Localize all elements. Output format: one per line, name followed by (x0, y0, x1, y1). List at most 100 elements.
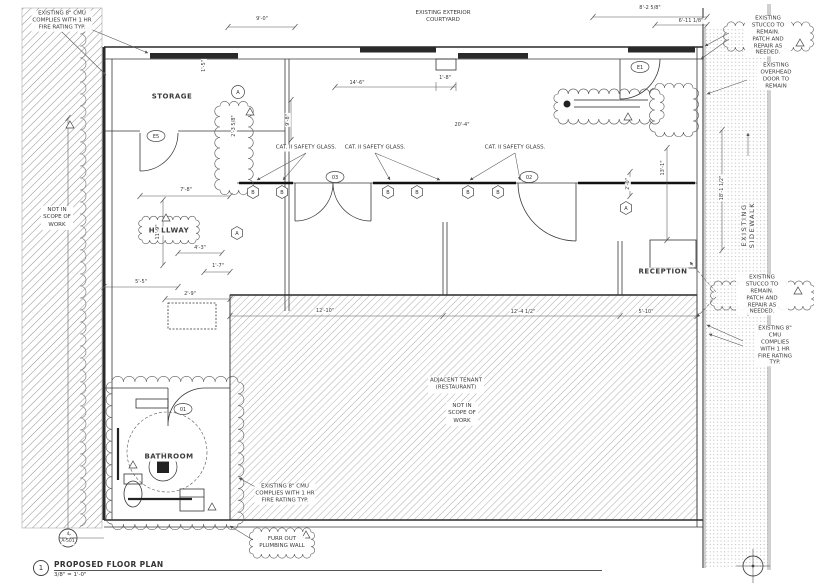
door-tag (146, 130, 166, 142)
revision-cloud (249, 527, 315, 559)
door-swing-e5 (139, 132, 179, 172)
door-swing-02 (517, 182, 577, 242)
title-block: 1 PROPOSED FLOOR PLAN 3/8" = 1'-0" (33, 560, 602, 578)
dimension-tick (664, 144, 670, 152)
tag-label: A (235, 231, 239, 237)
target-symbol (736, 549, 770, 583)
dimension-tick (627, 192, 633, 200)
tag-label: E5 (153, 134, 159, 140)
dimension-tick (719, 246, 725, 254)
dimension-tick (225, 23, 231, 31)
revision-delta-icon (623, 112, 633, 121)
revision-cloud (649, 83, 699, 137)
tag-label: A (236, 90, 240, 96)
reception-desk (649, 239, 697, 269)
window-tag (276, 185, 288, 199)
dimension-tick (160, 261, 166, 269)
left-cmu-wall-hatch (21, 7, 103, 529)
grab-bars (116, 428, 192, 501)
dimension-tick (219, 249, 225, 257)
dimension-tick (292, 23, 298, 31)
dimension-tick (440, 312, 446, 320)
dimension-tick (704, 13, 710, 21)
window-tag (462, 185, 474, 199)
drawing-title: PROPOSED FLOOR PLAN (54, 560, 602, 571)
revision-cloud (105, 375, 245, 531)
revision-delta-icon (795, 38, 805, 47)
door-tag (519, 171, 539, 183)
dimension-tick (652, 21, 658, 29)
revision-delta-icon (65, 120, 75, 129)
door-swing-double (294, 182, 372, 222)
dimension-tick (332, 83, 338, 91)
adjacent-tenant-hatch (229, 294, 698, 521)
toilet-bowl (123, 480, 143, 508)
dimension-tick (227, 312, 233, 320)
window-tag (620, 201, 632, 215)
tag-label: B (386, 190, 390, 196)
dimension-tick (664, 236, 670, 244)
dimension-tick (227, 268, 233, 276)
sidewalk-stipple (705, 28, 768, 568)
dimension-tick (227, 295, 233, 303)
window-tag (247, 185, 259, 199)
tag-label: B (251, 190, 255, 196)
tag-label: B (466, 190, 470, 196)
turning-circle (126, 411, 208, 493)
revision-delta-icon (793, 286, 803, 295)
door-tag (325, 171, 345, 183)
dimension-tick (704, 21, 710, 29)
closet-dashed (167, 302, 217, 330)
revision-delta-icon (245, 107, 255, 116)
revision-delta-icon (128, 460, 138, 469)
dimension-tick (288, 136, 294, 144)
tag-label: B (496, 190, 500, 196)
tag-label: B (415, 190, 419, 196)
logo-stamp (563, 99, 648, 108)
window-tag (231, 226, 243, 240)
detail-number-bubble: 1 (33, 560, 49, 576)
revision-delta-icon (301, 530, 311, 539)
toilet-tank (123, 473, 143, 485)
door-tag (630, 61, 650, 73)
storefront-panels (150, 47, 695, 59)
dimension-tick (160, 196, 166, 204)
column-bump (435, 58, 457, 71)
dimension-tick (590, 13, 596, 21)
dimension-tick (175, 249, 181, 257)
dimension-tick (101, 283, 107, 291)
bathroom-shelf (135, 398, 169, 409)
dimension-tick (175, 283, 181, 291)
dimension-tick (694, 312, 700, 320)
door-swing-e1 (619, 58, 661, 100)
tag-label: B (280, 190, 284, 196)
window-tag (492, 185, 504, 199)
lavatory-drain (157, 461, 169, 473)
tag-label: 02 (526, 175, 532, 181)
revision-delta-icon (161, 213, 171, 222)
dimension-tick (719, 126, 725, 134)
dimension-tick (450, 83, 456, 91)
wavy-scope-line (79, 9, 87, 527)
door-tag (173, 403, 193, 415)
tag-label: 03 (332, 175, 338, 181)
tag-label: A (624, 206, 628, 212)
drawing-scale: 3/8" = 1'-0" (54, 572, 87, 578)
window-tag (382, 185, 394, 199)
dimension-tick (627, 168, 633, 176)
dimension-tick (227, 192, 233, 200)
dimension-tick (201, 268, 207, 276)
bathroom-fixtures (116, 411, 208, 508)
leader-lines (61, 23, 750, 541)
dimension-tick (162, 295, 168, 303)
tag-label: 01 (180, 407, 186, 413)
tag-label: E1 (637, 65, 643, 71)
casework (123, 58, 697, 512)
keynote-tag (231, 85, 245, 99)
window-tag (411, 185, 423, 199)
detail-callout-marker (58, 528, 78, 548)
dimension-tick (288, 96, 294, 104)
dimension-tick (65, 114, 71, 122)
